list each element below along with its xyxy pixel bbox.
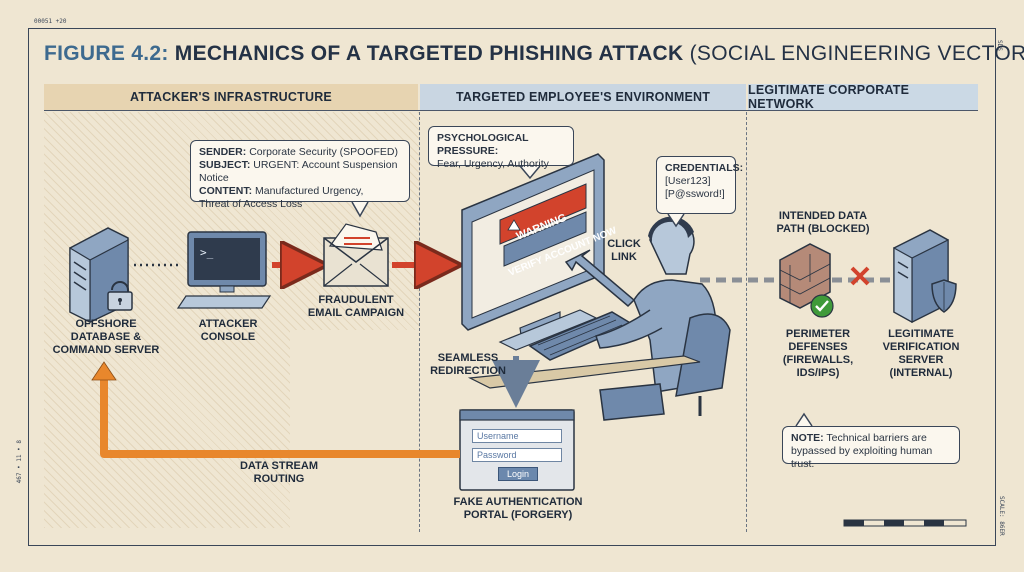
portal-label: FAKE AUTHENTICATION PORTAL (FORGERY) <box>453 496 583 521</box>
credentials-key: CREDENTIALS: <box>665 162 744 174</box>
password-field[interactable]: Password <box>472 448 562 462</box>
perimeter-label: PERIMETER DEFENSES (FIREWALLS, IDS/IPS) <box>782 328 854 379</box>
outer-border <box>28 28 996 546</box>
figure-title: FIGURE 4.2: MECHANICS OF A TARGETED PHIS… <box>44 42 1024 66</box>
column-header-attacker: ATTACKER'S INFRASTRUCTURE <box>44 84 418 110</box>
zone-divider-2 <box>746 112 747 532</box>
right-code: SDS <box>996 40 1003 51</box>
legit-server-label: LEGITIMATE VERIFICATION SERVER (INTERNAL… <box>882 328 960 379</box>
employee-monitor-icon <box>461 153 605 351</box>
data-stream-arrowhead <box>91 361 117 381</box>
subject-value: URGENT: Account Suspension Notice <box>199 159 398 184</box>
firewall-icon <box>779 243 831 309</box>
office-chair-icon <box>675 313 731 416</box>
pressure-bubble-tail <box>519 165 541 180</box>
credentials-password: [P@ssword!] <box>665 188 725 200</box>
scale-text: SCALE: 86ER <box>998 496 1005 536</box>
note-bubble: NOTE: Technical barriers are bypassed by… <box>782 426 960 470</box>
email-campaign-label: FRAUDULENT EMAIL CAMPAIGN <box>307 294 405 319</box>
content-value: Manufactured Urgency, <box>255 185 364 197</box>
shield-icon <box>931 279 957 313</box>
subject-key: SUBJECT: <box>199 159 251 171</box>
figure-number: FIGURE 4.2: <box>44 42 169 65</box>
column-header-employee: TARGETED EMPLOYEE'S ENVIRONMENT <box>420 84 746 110</box>
pressure-value: Fear, Urgency, Authority <box>437 158 549 170</box>
pressure-key: PSYCHOLOGICAL PRESSURE: <box>437 132 529 157</box>
hatch-cutout <box>290 330 422 530</box>
content-key: CONTENT: <box>199 185 253 197</box>
server-label: OFFSHORE DATABASE & COMMAND SERVER <box>52 318 160 356</box>
attacker-console-icon: >_ <box>176 231 272 309</box>
top-left-code: 00051 +20 <box>34 18 67 25</box>
zone-divider-1 <box>419 112 420 532</box>
email-bubble-tail <box>351 201 369 218</box>
note-value-2: bypassed by exploiting human trust. <box>791 445 933 470</box>
column-header-corporate: LEGITIMATE CORPORATE NETWORK <box>748 83 978 111</box>
blocked-x-icon <box>850 266 870 286</box>
title-main: MECHANICS OF A TARGETED PHISHING ATTACK <box>174 42 684 65</box>
padlock-icon <box>107 281 133 311</box>
title-sub: (SOCIAL ENGINEERING VECTOR) <box>689 42 1024 65</box>
login-button[interactable]: Login <box>498 467 538 481</box>
check-icon <box>810 294 834 318</box>
content-value-2: Threat of Access Loss <box>199 198 303 210</box>
credentials-bubble: CREDENTIALS: [User123] [P@ssword!] <box>656 156 743 214</box>
data-stream-path <box>100 378 460 458</box>
sender-key: SENDER: <box>199 146 247 158</box>
note-value-1: Technical barriers are <box>826 432 927 444</box>
username-field[interactable]: Username <box>472 429 562 443</box>
credentials-bubble-tail <box>667 213 685 228</box>
header-rule <box>44 110 978 111</box>
cursor-arrow-icon <box>564 249 636 308</box>
email-details-bubble: SENDER: Corporate Security (SPOOFED) SUB… <box>190 140 410 210</box>
pressure-bubble: PSYCHOLOGICAL PRESSURE: Fear, Urgency, A… <box>428 126 574 170</box>
email-envelope-icon <box>323 223 389 287</box>
note-key: NOTE: <box>791 432 824 444</box>
svg-text:>_: >_ <box>200 246 214 259</box>
intended-path-label: INTENDED DATA PATH (BLOCKED) <box>776 210 870 235</box>
console-label: ATTACKER CONSOLE <box>198 318 258 343</box>
warning-triangle-icon <box>507 219 521 231</box>
scale-bar <box>843 519 967 527</box>
note-bubble-tail <box>795 412 813 427</box>
sender-value: Corporate Security (SPOOFED) <box>249 146 398 158</box>
click-link-label: CLICK LINK <box>607 238 641 263</box>
redirect-label: SEAMLESS REDIRECTION <box>430 352 506 377</box>
credentials-user: [User123] <box>665 175 711 187</box>
data-stream-label: DATA STREAM ROUTING <box>239 460 318 485</box>
